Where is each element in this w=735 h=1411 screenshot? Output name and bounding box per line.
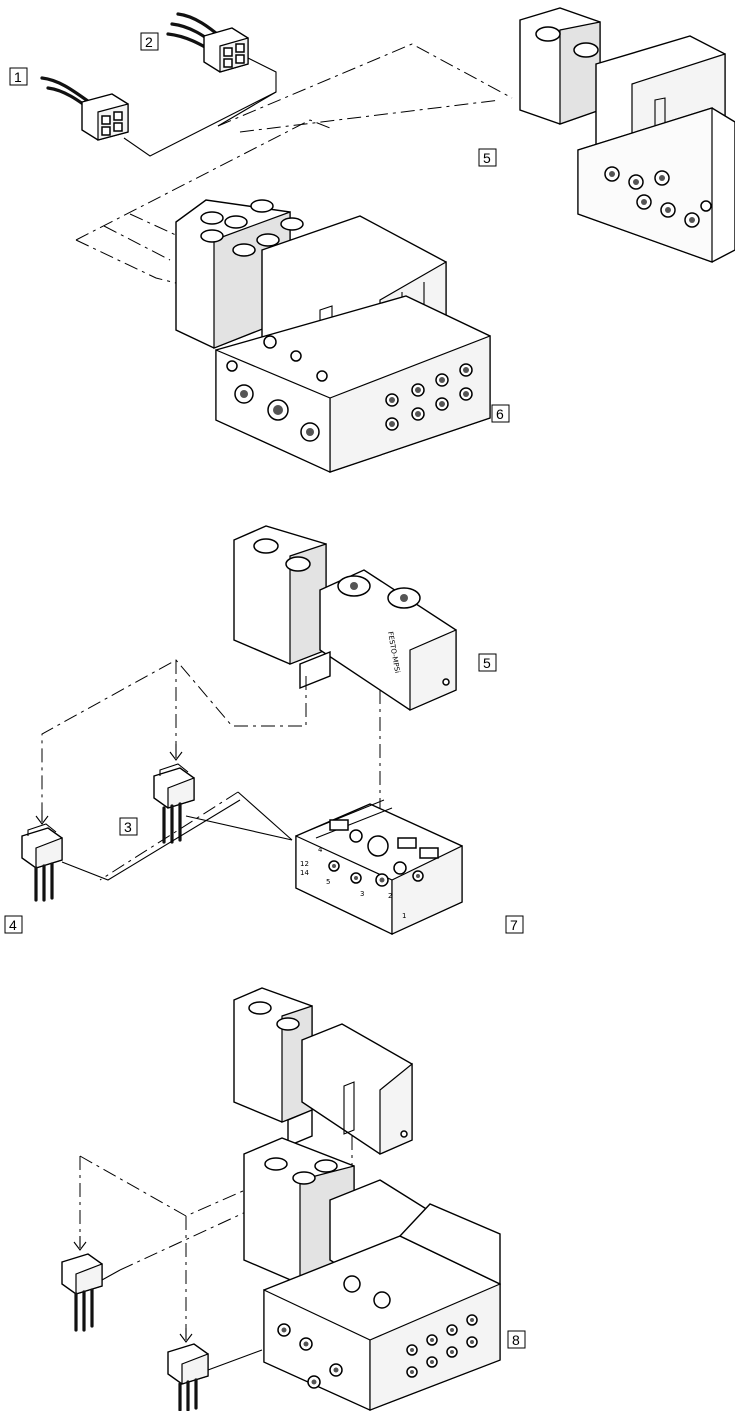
section-bottom <box>61 987 501 1411</box>
callout-4: 4 <box>4 915 23 934</box>
port-mark-2: 2 <box>388 892 392 900</box>
connector-plug-2 <box>166 12 249 73</box>
connector-terminal-bottom-right <box>167 1343 263 1411</box>
manifold-8 <box>243 1137 501 1411</box>
connector-terminal-bottom-left <box>61 1253 121 1332</box>
port-mark-3: 3 <box>360 890 364 898</box>
sub-base-7: 12 14 4 5 3 2 1 <box>295 799 463 935</box>
callout-1: 1 <box>9 67 28 86</box>
svg-text:5: 5 <box>483 655 491 671</box>
port-mark-14: 14 <box>300 869 309 877</box>
svg-text:5: 5 <box>483 150 491 166</box>
valve-single-middle: FESTO-MPSi <box>233 525 457 711</box>
svg-text:4: 4 <box>9 917 17 933</box>
svg-text:6: 6 <box>496 406 504 422</box>
valve-manifold-assembly <box>175 199 491 473</box>
svg-text:8: 8 <box>512 1332 520 1348</box>
connector-terminal-4 <box>21 799 241 902</box>
callout-5-middle: 5 <box>478 653 497 672</box>
callout-2: 2 <box>140 32 159 51</box>
port-mark-5: 5 <box>326 878 330 886</box>
callout-6: 6 <box>491 404 510 423</box>
section-middle: FESTO-MPSi <box>21 525 463 935</box>
connector-terminal-3 <box>153 763 195 844</box>
svg-text:1: 1 <box>14 69 22 85</box>
callout-8: 8 <box>507 1330 526 1349</box>
port-mark-4: 4 <box>318 846 323 854</box>
svg-text:2: 2 <box>145 34 153 50</box>
callout-5-top: 5 <box>478 148 497 167</box>
svg-text:7: 7 <box>510 917 518 933</box>
port-mark-12: 12 <box>300 860 309 868</box>
connector-plug-1 <box>40 76 129 141</box>
svg-text:3: 3 <box>124 819 132 835</box>
callout-7: 7 <box>505 915 524 934</box>
valve-single-bottom <box>233 987 413 1155</box>
port-mark-1: 1 <box>402 912 406 920</box>
callout-3: 3 <box>119 817 138 836</box>
section-top <box>40 7 735 473</box>
valve-on-subbase-top <box>519 7 735 263</box>
